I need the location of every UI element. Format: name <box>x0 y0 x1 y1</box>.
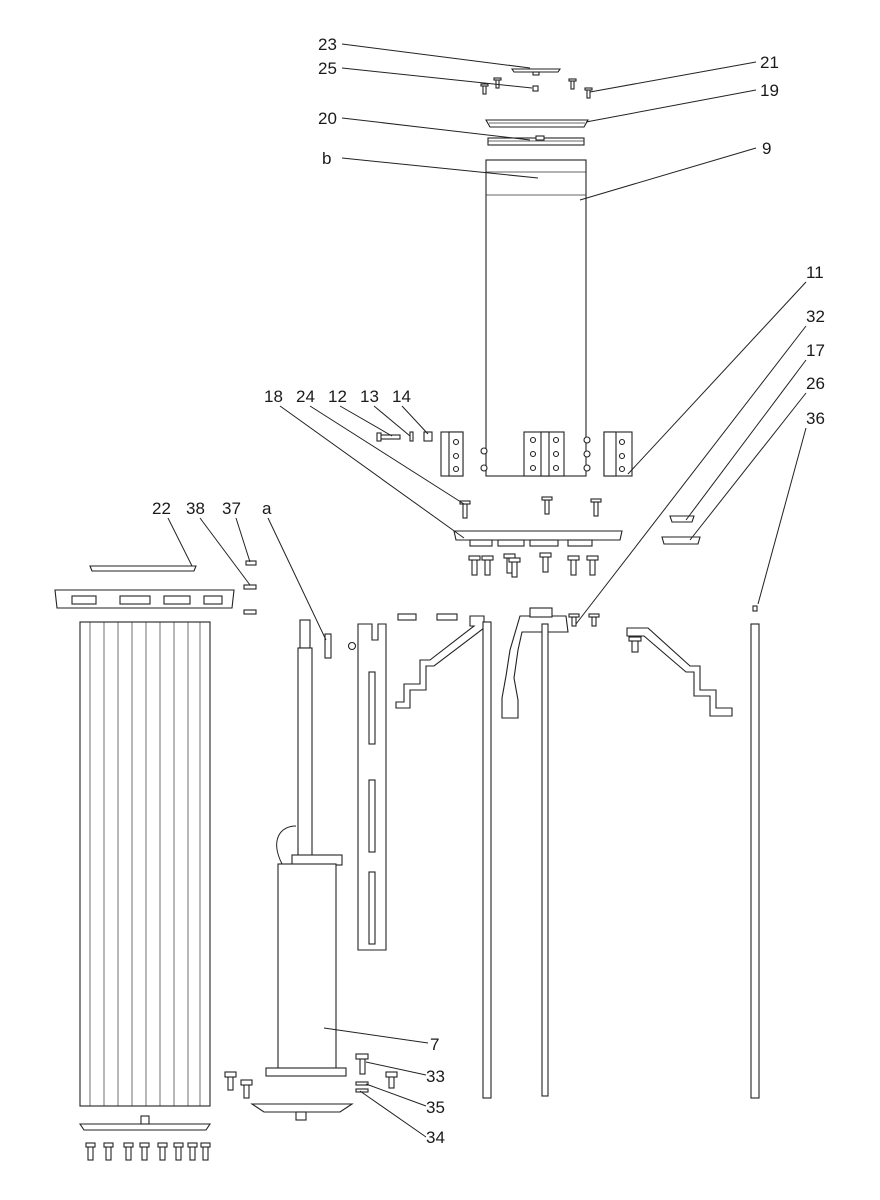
label-18: 18 <box>264 387 283 406</box>
label-20: 20 <box>318 109 337 128</box>
part-21-screws <box>480 77 593 99</box>
label-26: 26 <box>806 374 825 393</box>
leader-lines <box>167 43 807 1138</box>
column-base-bolts <box>85 1142 211 1161</box>
left-bracket <box>395 613 485 709</box>
label-23: 23 <box>318 35 337 54</box>
part-36-rod-right <box>750 605 760 1099</box>
part-11-hinge-blocks <box>440 431 633 477</box>
rod-left <box>482 621 492 1099</box>
column-top-flange <box>54 589 235 609</box>
part-14-nut <box>423 431 433 442</box>
part-24-base-flange <box>453 530 623 547</box>
center-bracket <box>501 607 569 719</box>
part-32-screws <box>568 613 600 627</box>
ribbed-column <box>79 621 211 1107</box>
part-26-plate <box>661 536 701 545</box>
label-14: 14 <box>392 387 411 406</box>
part-22-top-plate <box>89 565 197 572</box>
label-35: 35 <box>426 1098 445 1117</box>
parts-33-34-35 <box>224 1053 398 1099</box>
part-13-washer <box>409 431 414 442</box>
part-20-ring <box>487 135 585 146</box>
part-19-top-plate <box>485 119 589 128</box>
label-a: a <box>262 499 272 518</box>
part-23-cap-disc <box>510 68 562 76</box>
label-32: 32 <box>806 307 825 326</box>
part-9-main-tube <box>485 159 587 477</box>
label-11: 11 <box>806 263 824 282</box>
part-25-screw <box>532 85 539 92</box>
label-22: 22 <box>152 499 171 518</box>
rod-center <box>541 623 549 1097</box>
label-7: 7 <box>430 1035 439 1054</box>
parts-37-38-small <box>243 560 257 615</box>
label-38: 38 <box>186 499 205 518</box>
part-18-screws <box>459 496 602 519</box>
flange-bolts <box>468 552 599 578</box>
part-7-actuator <box>250 619 354 1121</box>
label-12: 12 <box>328 387 347 406</box>
label-b: b <box>322 149 331 168</box>
label-17: 17 <box>806 341 825 360</box>
label-36: 36 <box>806 409 825 428</box>
label-37: 37 <box>222 499 241 518</box>
label-24: 24 <box>296 387 315 406</box>
label-33: 33 <box>426 1067 445 1086</box>
label-25: 25 <box>318 59 337 78</box>
label-9: 9 <box>762 139 771 158</box>
part-17-block <box>669 515 695 523</box>
label-13: 13 <box>360 387 379 406</box>
label-34: 34 <box>426 1128 445 1147</box>
label-21: 21 <box>760 53 779 72</box>
right-bracket <box>626 627 733 717</box>
label-19: 19 <box>760 81 779 100</box>
callout-labels: 23 25 21 19 20 b 9 11 32 17 26 36 18 24 … <box>152 35 825 1147</box>
column-base-plate <box>78 1115 212 1131</box>
slotted-bar <box>347 623 387 951</box>
